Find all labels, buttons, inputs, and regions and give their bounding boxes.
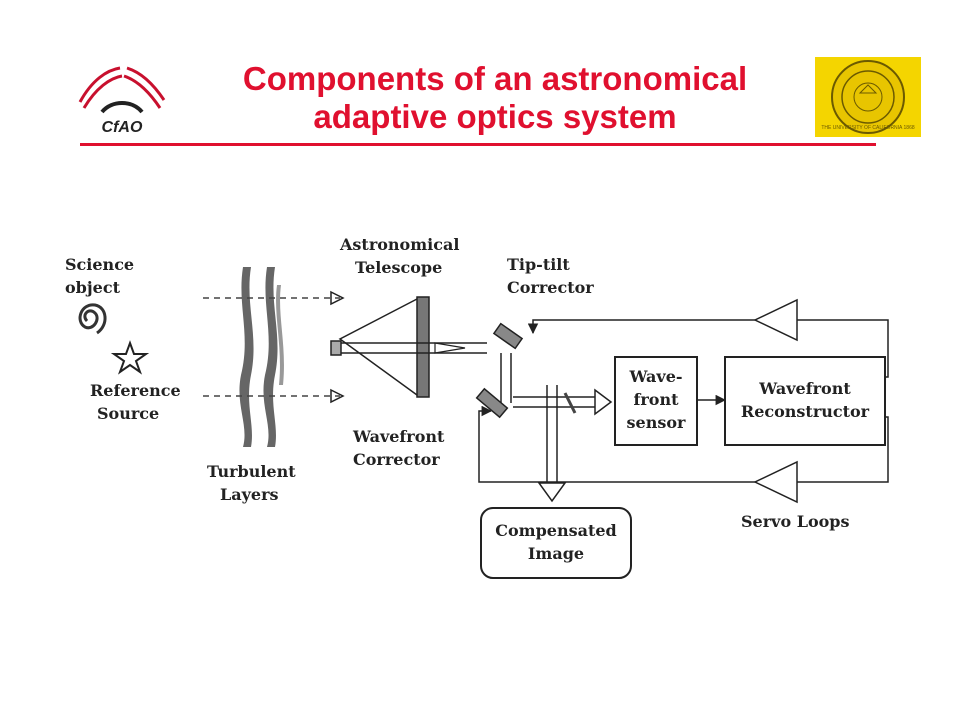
reference-source-line-2: Source bbox=[97, 404, 159, 423]
tip-tilt-mirror bbox=[492, 322, 524, 350]
turbulent-layers bbox=[239, 267, 284, 447]
deformable-mirror bbox=[475, 387, 509, 419]
telescope-line-2: Telescope bbox=[355, 258, 442, 277]
compensated-line-1: Compensated bbox=[495, 521, 616, 540]
turbulent-layers-line-1: Turbulent bbox=[207, 462, 296, 481]
star-icon bbox=[110, 340, 150, 375]
cfao-logo: CfAO bbox=[78, 66, 166, 136]
wavefront-sensor-box bbox=[614, 356, 698, 446]
compensated-image-box bbox=[480, 507, 632, 579]
reconstructor-line-2: Reconstructor bbox=[741, 402, 870, 421]
turbulent-layers-line-2: Layers bbox=[220, 485, 279, 504]
telescope-icon bbox=[330, 296, 487, 398]
reference-source-line-1: Reference bbox=[90, 381, 181, 400]
compensated-line-2: Image bbox=[528, 544, 584, 563]
wavefront-corrector-line-2: Corrector bbox=[353, 450, 440, 469]
tip-tilt-line-1: Tip-tilt bbox=[507, 255, 570, 274]
reconstructor-line-1: Wavefront bbox=[758, 379, 851, 398]
seal-text: THE UNIVERSITY OF CALIFORNIA 1868 bbox=[821, 125, 914, 131]
title-rule bbox=[80, 143, 876, 146]
logo-text: CfAO bbox=[102, 119, 143, 136]
tip-tilt-line-2: Corrector bbox=[507, 278, 594, 297]
servo-loops-label: Servo Loops bbox=[741, 512, 850, 531]
lower-amplifier-icon bbox=[753, 460, 798, 504]
sensor-line-1: Wave- bbox=[628, 367, 682, 386]
spiral-galaxy-icon bbox=[78, 303, 107, 335]
sensor-line-2: front bbox=[633, 390, 679, 409]
wavefront-corrector-line-1: Wavefront bbox=[352, 427, 445, 446]
title-line-1: Components of an astronomical bbox=[242, 60, 748, 97]
university-seal: THE UNIVERSITY OF CALIFORNIA 1868 bbox=[815, 57, 921, 137]
sensor-line-3: sensor bbox=[627, 413, 687, 432]
reconstructor-box bbox=[724, 356, 886, 446]
science-object-line-1: Science bbox=[65, 255, 134, 274]
telescope-line-1: Astronomical bbox=[339, 235, 459, 254]
upper-amplifier-icon bbox=[753, 298, 798, 342]
title-line-2: adaptive optics system bbox=[313, 98, 677, 135]
slide-title: Components of an astronomical adaptive o… bbox=[180, 60, 810, 136]
science-object-line-2: object bbox=[65, 278, 121, 297]
